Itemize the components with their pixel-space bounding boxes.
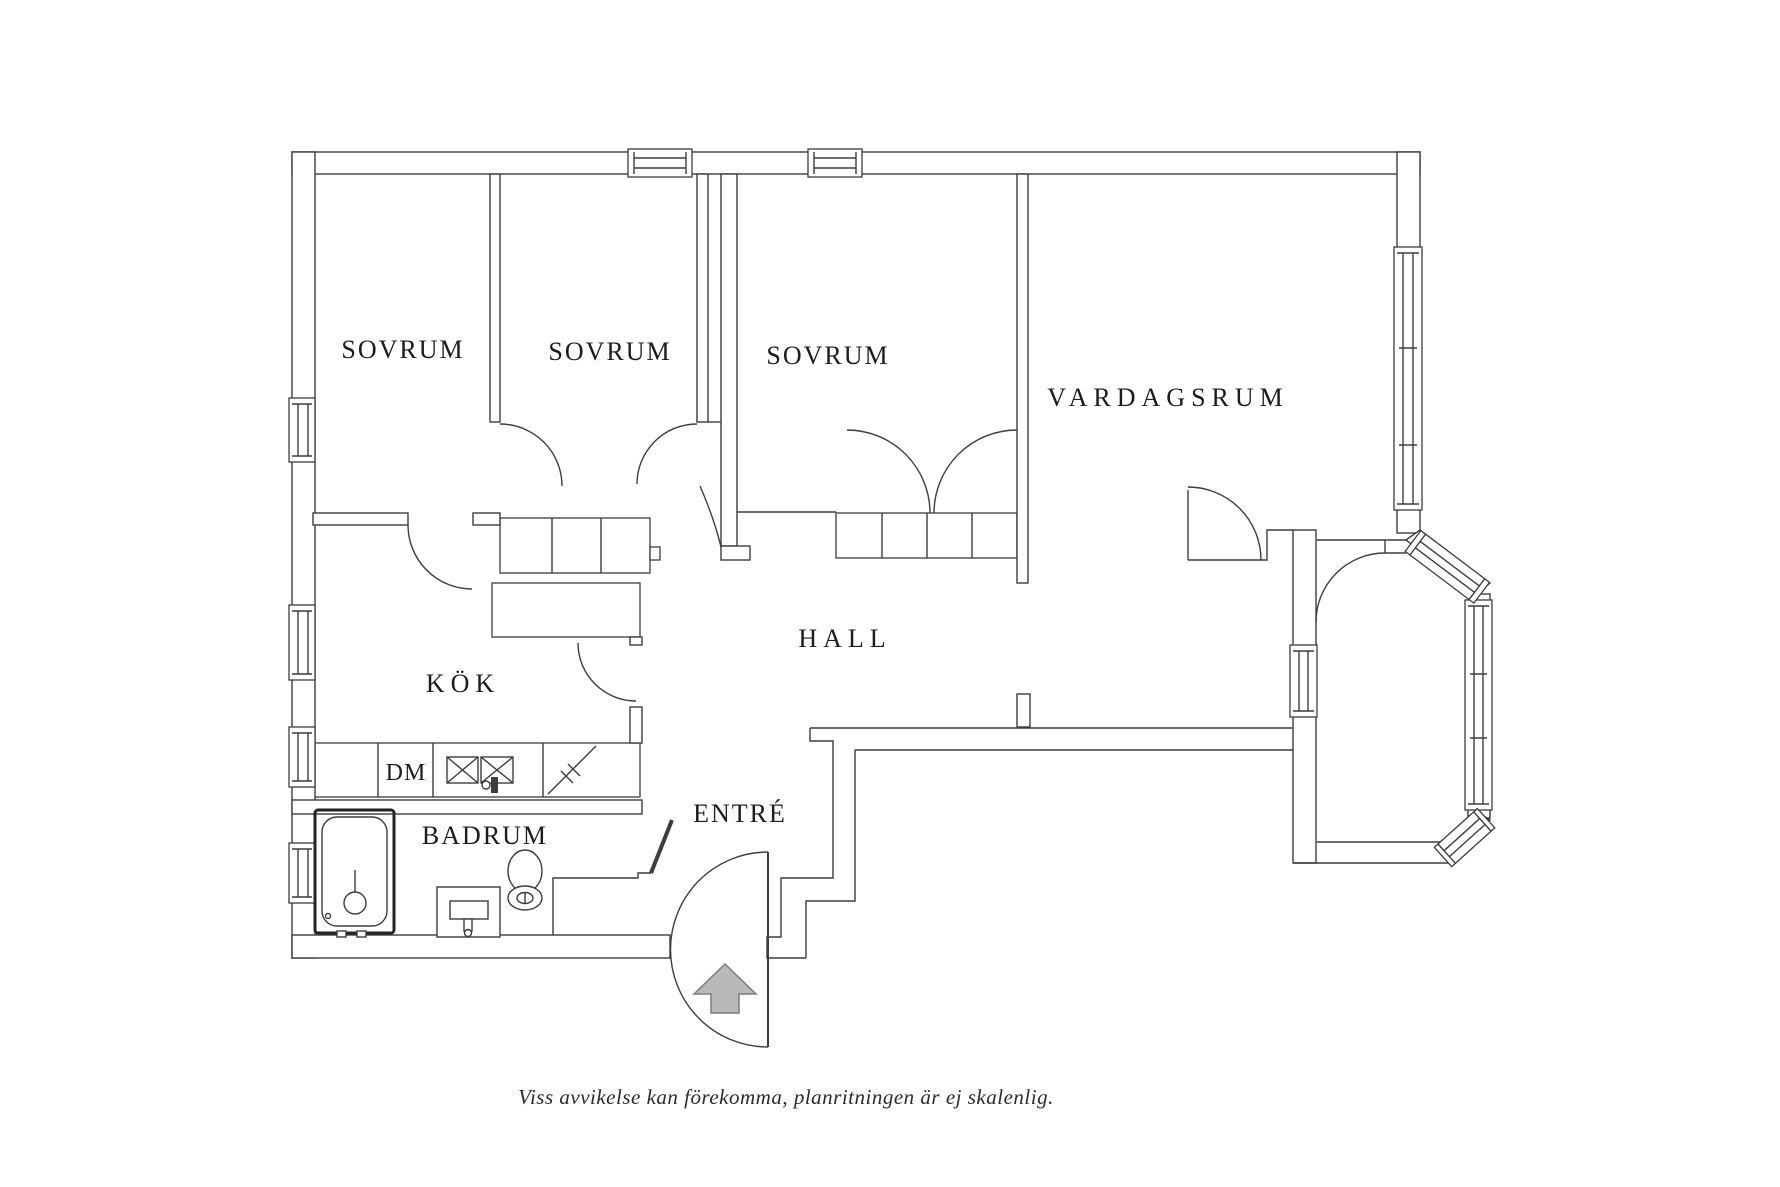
interior-walls bbox=[291, 173, 1293, 959]
toilet-icon bbox=[507, 849, 543, 911]
door-bay-nook bbox=[1315, 552, 1386, 623]
windows bbox=[288, 148, 1496, 904]
window-bay-diagonal-north bbox=[1404, 529, 1491, 605]
fridge-icon bbox=[547, 745, 597, 795]
window-left-kok-2 bbox=[288, 726, 316, 788]
door-kok-east bbox=[577, 642, 637, 702]
entrance-arrow-icon bbox=[692, 962, 758, 1014]
door-vardagsrum bbox=[1187, 486, 1262, 561]
label-dishwasher: DM bbox=[386, 760, 427, 786]
label-entre: ENTRÉ bbox=[693, 799, 787, 828]
label-vardagsrum: VARDAGSRUM bbox=[1047, 383, 1289, 412]
door-leaf-badrum bbox=[649, 819, 674, 874]
window-top-1 bbox=[627, 148, 693, 178]
label-badrum: BADRUM bbox=[422, 821, 548, 850]
closet-row-sovrum3 bbox=[835, 512, 1018, 559]
kitchen-counter bbox=[312, 742, 641, 798]
sink-icon bbox=[446, 756, 514, 793]
doors bbox=[407, 423, 1386, 1048]
window-bay-east bbox=[1464, 599, 1493, 811]
window-left-kok-1 bbox=[288, 604, 316, 681]
door-sovrum2 bbox=[636, 423, 698, 485]
window-left-badrum bbox=[288, 842, 316, 904]
bathtub-icon bbox=[313, 808, 396, 938]
door-sovrum1 bbox=[499, 423, 563, 487]
label-sovrum-2: SOVRUM bbox=[548, 337, 671, 366]
wall-south bbox=[291, 934, 671, 959]
window-bay-diagonal-south bbox=[1433, 807, 1496, 868]
front-door bbox=[669, 851, 769, 1048]
closet-row-hall-north bbox=[499, 517, 661, 574]
window-bay-west bbox=[1289, 644, 1318, 718]
door-kok-north bbox=[407, 524, 473, 590]
label-sovrum-1: SOVRUM bbox=[341, 335, 464, 364]
bathroom-fixtures bbox=[313, 808, 543, 938]
washbasin-icon bbox=[436, 886, 501, 938]
door-sovrum3-left bbox=[846, 429, 931, 514]
label-hall: HALL bbox=[798, 624, 891, 653]
label-kok: KÖK bbox=[426, 669, 500, 698]
window-left-sovrum1 bbox=[288, 397, 316, 463]
wall-left bbox=[291, 151, 316, 959]
closet-kitchen bbox=[491, 582, 641, 638]
window-top-2 bbox=[807, 148, 863, 178]
caption-disclaimer: Viss avvikelse kan förekomma, planritnin… bbox=[518, 1085, 1054, 1109]
door-sovrum3-right bbox=[933, 429, 1018, 514]
window-right-vardagsrum bbox=[1393, 246, 1423, 511]
door-leaf-hall bbox=[699, 485, 722, 548]
label-sovrum-3: SOVRUM bbox=[766, 341, 889, 370]
